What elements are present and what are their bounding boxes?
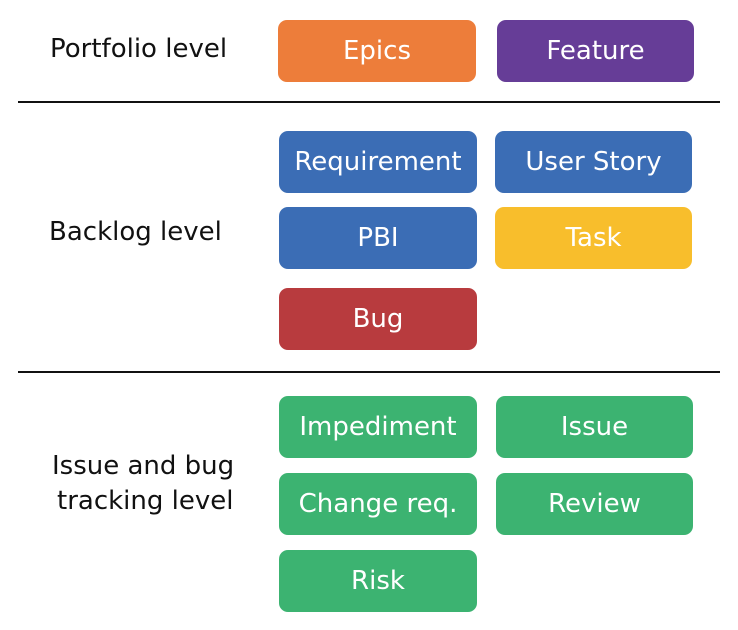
bug-box: Bug <box>279 288 477 350</box>
epics-box: Epics <box>278 20 476 82</box>
issue-level-label-line1: Issue and bug <box>52 451 235 481</box>
task-box: Task <box>495 207 692 269</box>
feature-box: Feature <box>497 20 694 82</box>
divider-portfolio-backlog <box>18 101 720 103</box>
pbi-box: PBI <box>279 207 477 269</box>
impediment-box: Impediment <box>279 396 477 458</box>
backlog-level-label: Backlog level <box>49 217 222 247</box>
divider-backlog-issue <box>18 371 720 373</box>
issue-box: Issue <box>496 396 693 458</box>
portfolio-level-label: Portfolio level <box>50 34 228 64</box>
requirement-box: Requirement <box>279 131 477 193</box>
risk-box: Risk <box>279 550 477 612</box>
change-req-box: Change req. <box>279 473 477 535</box>
review-box: Review <box>496 473 693 535</box>
user-story-box: User Story <box>495 131 692 193</box>
issue-level-label-line2: tracking level <box>57 486 234 516</box>
